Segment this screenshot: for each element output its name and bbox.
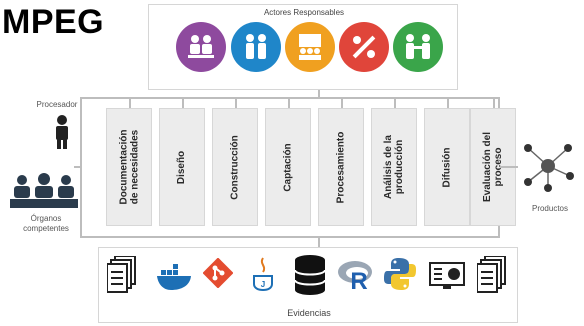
people-talking-icon — [231, 22, 281, 72]
products-label: Productos — [531, 204, 569, 213]
phase-diseno: Diseño — [159, 108, 205, 226]
phase-label: Captación — [282, 142, 294, 192]
person-icon — [52, 114, 72, 155]
phase-label: Documentación de necesidades — [118, 129, 141, 205]
connector — [318, 236, 320, 247]
svg-text:R: R — [350, 268, 367, 292]
organs-label: Órganos competentes — [23, 214, 69, 233]
documents-icon — [476, 255, 507, 299]
database-icon — [293, 254, 327, 301]
phase-label: Análisis de la producción — [383, 135, 406, 199]
phase-difusion: Difusión — [424, 108, 470, 226]
tick — [493, 98, 495, 108]
team-meeting-icon — [176, 22, 226, 72]
java-icon: J — [249, 256, 277, 299]
collaboration-icon — [393, 22, 443, 72]
phase-captacion: Captación — [265, 108, 311, 226]
percent-icon — [339, 22, 389, 72]
documents-icon — [106, 255, 137, 299]
docker-icon — [155, 262, 195, 297]
actors-panel: Actores Responsables — [148, 4, 458, 90]
phase-label: Construcción — [229, 134, 241, 200]
tick — [341, 98, 343, 108]
processor-label: Procesador — [36, 100, 78, 109]
phase-label: Procesamiento — [335, 131, 347, 203]
tick — [129, 98, 131, 108]
presentation-icon — [285, 22, 335, 72]
connector — [74, 166, 82, 168]
phase-label: Diseño — [176, 150, 188, 184]
connector — [318, 90, 320, 98]
evidences-label: Evidencias — [287, 308, 331, 318]
network-icon — [518, 136, 578, 201]
page-title: MPEG — [2, 3, 105, 41]
svg-text:J: J — [261, 280, 265, 289]
evidences-panel: J R Evidencias — [98, 247, 518, 323]
phase-analisis: Análisis de la producción — [371, 108, 417, 226]
tick — [182, 98, 184, 108]
top-connector — [80, 97, 500, 99]
phase-construccion: Construcción — [212, 108, 258, 226]
python-icon — [383, 256, 417, 297]
bottom-connector — [80, 236, 500, 238]
tick — [288, 98, 290, 108]
actors-label: Actores Responsables — [263, 8, 345, 17]
connector — [500, 166, 518, 168]
tick — [447, 98, 449, 108]
tick — [394, 98, 396, 108]
dashboard-icon — [429, 262, 465, 295]
phase-procesamiento: Procesamiento — [318, 108, 364, 226]
r-language-icon: R — [337, 258, 375, 297]
git-icon — [202, 257, 234, 293]
phase-label: Difusión — [441, 147, 453, 187]
tick — [235, 98, 237, 108]
phase-documentacion: Documentación de necesidades — [106, 108, 152, 226]
group-icon — [8, 172, 80, 215]
